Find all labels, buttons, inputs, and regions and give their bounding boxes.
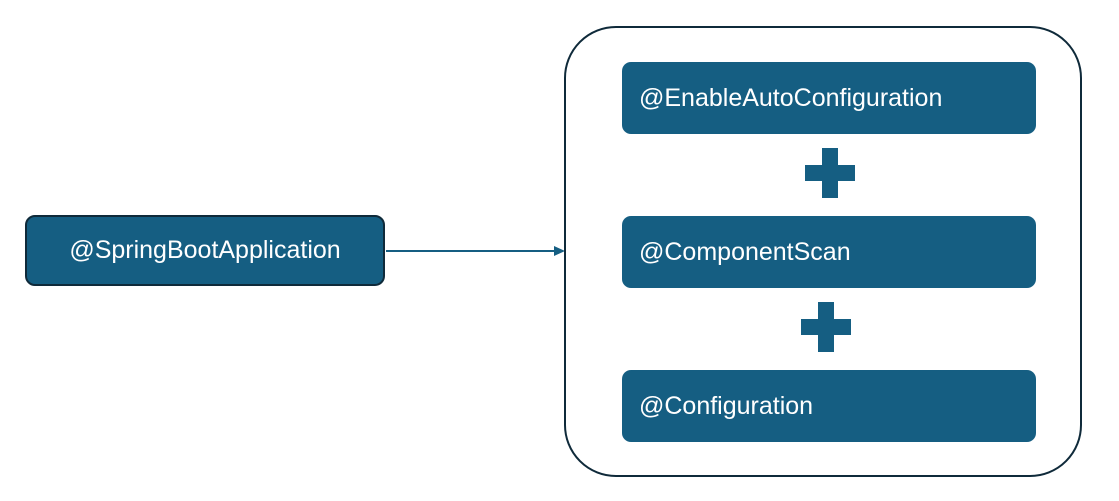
annotation-group-container <box>564 26 1082 477</box>
configuration-label: @Configuration <box>639 391 814 420</box>
enable-auto-configuration-label: @EnableAutoConfiguration <box>639 83 943 112</box>
plus-icon <box>801 302 851 352</box>
enable-auto-configuration-box: @EnableAutoConfiguration <box>622 62 1036 134</box>
spring-boot-application-label: @SpringBootApplication <box>69 236 341 264</box>
plus-icon <box>805 148 855 198</box>
component-scan-label: @ComponentScan <box>639 237 851 266</box>
configuration-box: @Configuration <box>622 370 1036 442</box>
spring-boot-application-box: @SpringBootApplication <box>25 215 385 286</box>
component-scan-box: @ComponentScan <box>622 216 1036 288</box>
